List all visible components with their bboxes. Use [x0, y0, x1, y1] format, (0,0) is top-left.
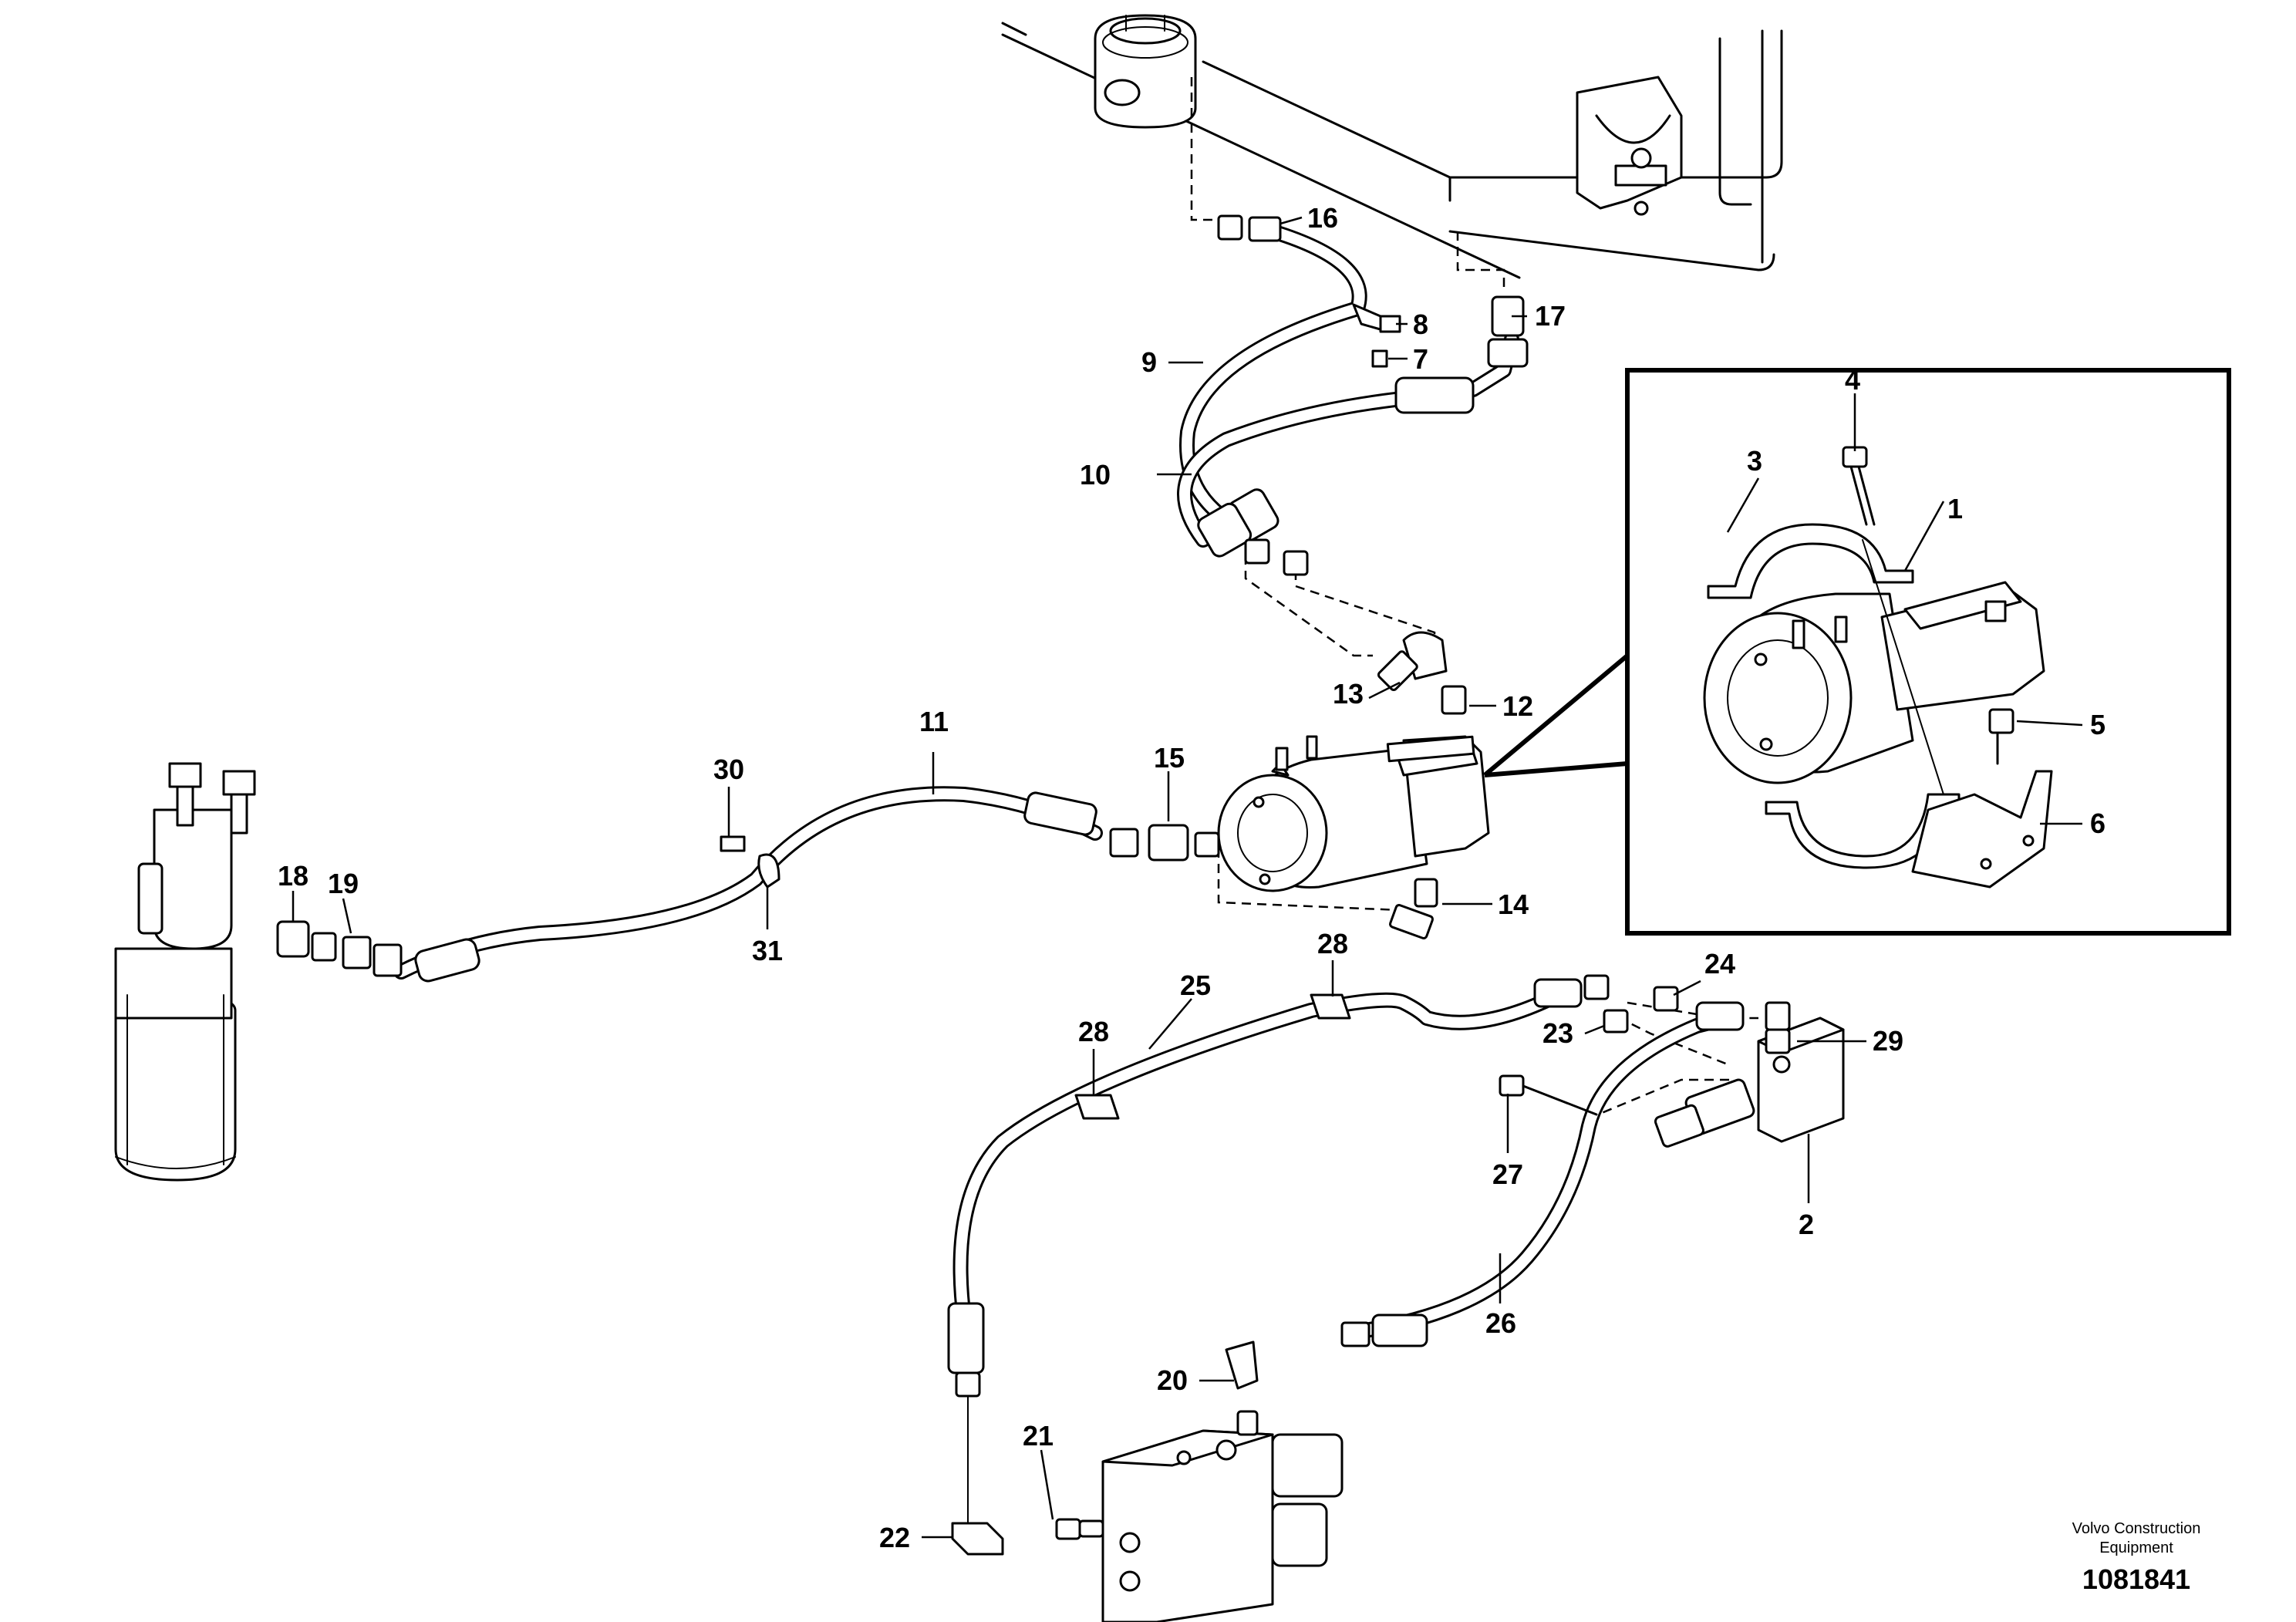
callout-22: 22	[879, 1522, 910, 1553]
brand-line-2: Equipment	[2099, 1539, 2173, 1556]
fitting-21	[1055, 1518, 1081, 1540]
callout-25: 25	[1180, 969, 1211, 1001]
callout-31: 31	[752, 935, 783, 966]
callout-26: 26	[1485, 1307, 1516, 1339]
callout-20: 20	[1157, 1364, 1188, 1396]
callout-24: 24	[1704, 948, 1735, 980]
callout-11: 11	[919, 706, 949, 737]
detail-inset	[1483, 368, 2231, 936]
callout-16: 16	[1307, 202, 1338, 234]
upper-fittings	[1197, 214, 1529, 715]
fitting-23	[1603, 1009, 1629, 1034]
callout-15: 15	[1154, 742, 1185, 774]
callout-2: 2	[1799, 1209, 1814, 1240]
lower-hoses	[947, 974, 1791, 1543]
callout-19: 19	[328, 868, 359, 899]
callout-29: 29	[1873, 1025, 1903, 1057]
hose-11	[393, 786, 1220, 983]
callout-30: 30	[713, 754, 744, 785]
steering-valve	[114, 762, 403, 1182]
callout-13: 13	[1333, 678, 1364, 710]
callout-14: 14	[1498, 889, 1529, 920]
callout-12: 12	[1502, 690, 1533, 722]
fitting-15	[1148, 824, 1189, 862]
callout-28b: 28	[1317, 928, 1348, 959]
fitting-12	[1441, 685, 1467, 715]
callout-4: 4	[1845, 364, 1860, 396]
callout-3: 3	[1747, 445, 1762, 477]
fitting-18	[276, 920, 310, 958]
callout-21: 21	[1023, 1420, 1054, 1452]
callout-1: 1	[1947, 493, 1963, 524]
fitting-19	[342, 936, 372, 969]
callout-17: 17	[1535, 300, 1566, 332]
callout-27: 27	[1492, 1158, 1523, 1190]
bolt-27	[1499, 1074, 1525, 1097]
callout-7: 7	[1413, 343, 1428, 375]
callout-6: 6	[2090, 808, 2106, 839]
callout-5: 5	[2090, 709, 2106, 740]
fitting-16-a	[1217, 214, 1243, 241]
hydraulic-tank	[1001, 14, 1783, 279]
fitting-24	[1653, 986, 1679, 1012]
footer: Volvo Construction Equipment 1081841	[2072, 1520, 2201, 1595]
document-number: 1081841	[2082, 1563, 2190, 1595]
callout-labels: 1 2 3 4 5 6 7 8 9 10 11 12 13 14 15 16 1…	[278, 202, 2106, 1553]
valve-block-2	[1499, 1017, 1845, 1148]
callout-9: 9	[1141, 346, 1157, 378]
callout-28a: 28	[1078, 1016, 1109, 1047]
leader-lines	[292, 216, 2083, 1539]
brand-line-1: Volvo Construction	[2072, 1520, 2201, 1537]
fitting-29	[1765, 1028, 1791, 1054]
callout-10: 10	[1080, 459, 1111, 491]
callout-23: 23	[1542, 1017, 1573, 1049]
fitting-20	[1236, 1410, 1259, 1436]
callout-18: 18	[278, 860, 308, 892]
control-valve-block	[951, 1340, 1344, 1622]
elbow-22	[951, 1522, 1004, 1556]
pump-motor-assembly	[1217, 735, 1490, 940]
callout-8: 8	[1413, 309, 1428, 340]
